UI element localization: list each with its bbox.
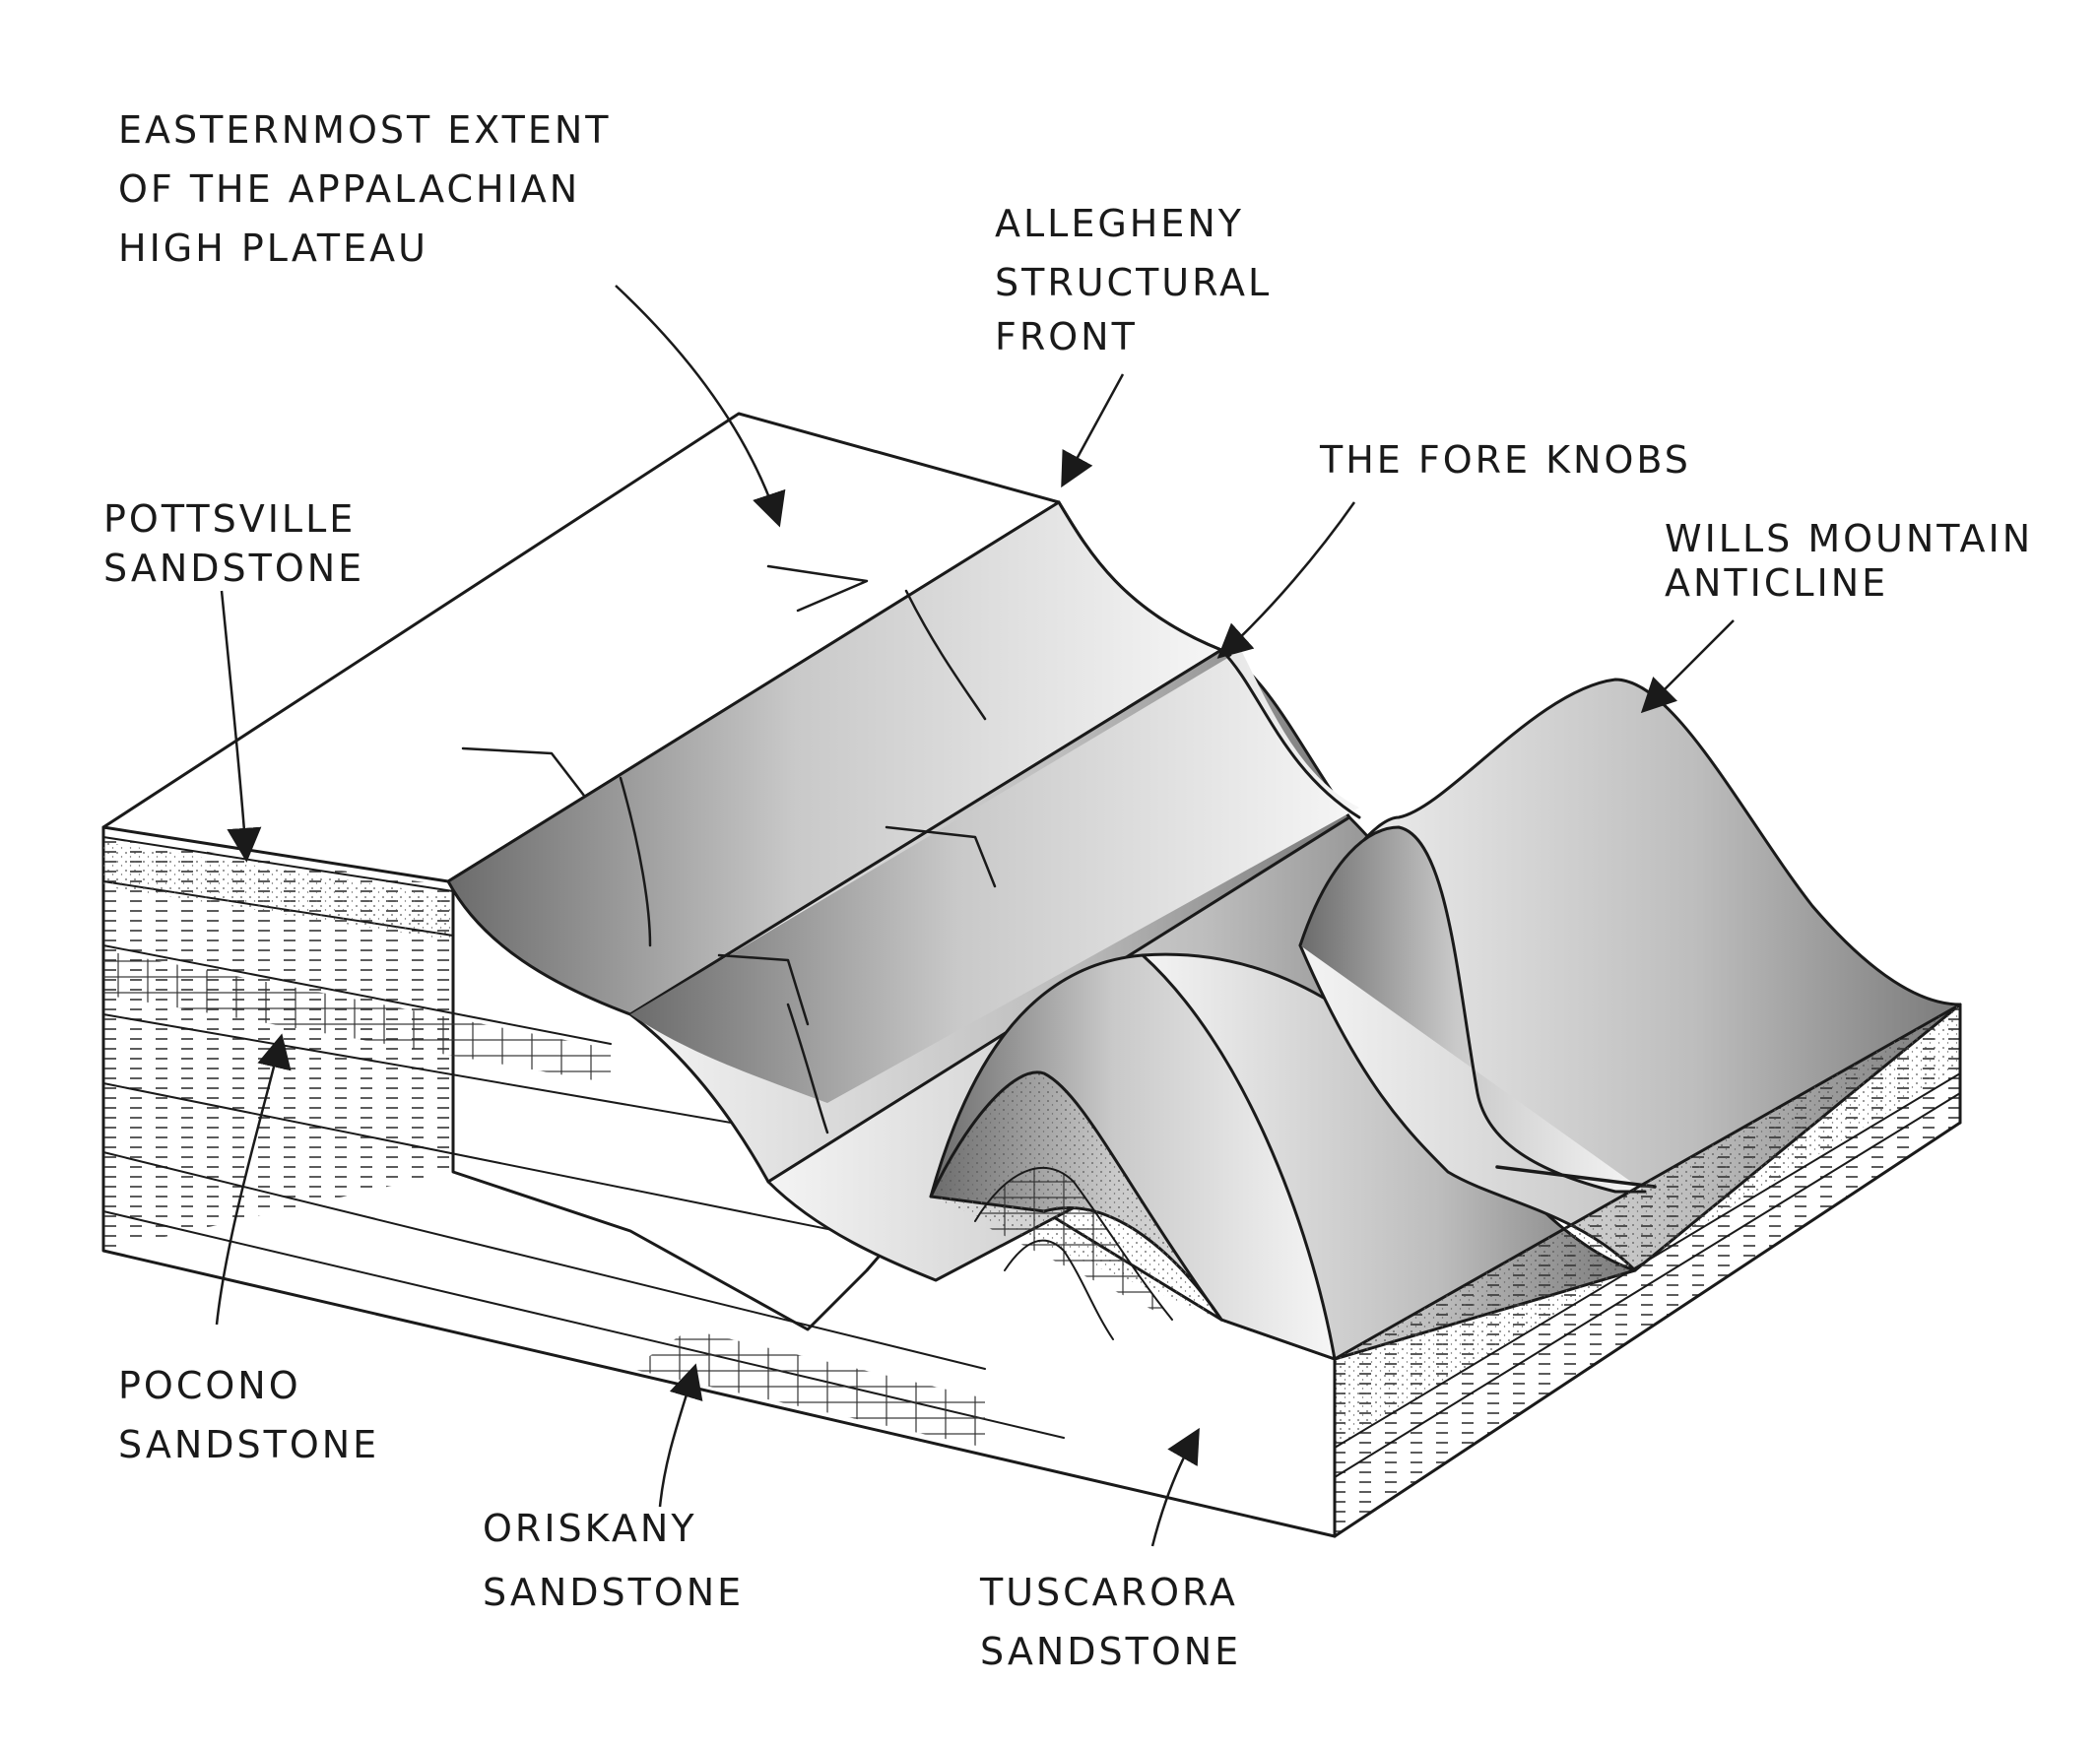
fore-knobs-arrow [1216,501,1356,659]
annotation-labels: EASTERNMOST EXTENT OF THE APPALACHIAN HI… [103,108,2048,1673]
pottsville-arrow [220,590,262,863]
block-right-face [1333,1003,1962,1538]
tuscarora-arrow [1150,1427,1200,1547]
label-oriskany: ORISKANY SANDSTONE [483,1507,744,1614]
label-allegheny: ALLEGHENY STRUCTURAL FRONT [995,202,1286,358]
label-tuscarora: TUSCARORA SANDSTONE [979,1571,1253,1673]
wills-mountain-arrow [1640,619,1735,714]
label-pottsville: POTTSVILLE SANDSTONE [103,497,370,590]
label-plateau: EASTERNMOST EXTENT OF THE APPALACHIAN HI… [118,108,626,270]
pocono-arrow [215,1033,292,1326]
label-wills-mountain: WILLS MOUNTAIN ANTICLINE [1665,517,2048,605]
oriskany-arrow [658,1363,703,1508]
label-pocono: POCONO SANDSTONE [118,1364,379,1466]
allegheny-arrow [1061,373,1125,488]
label-fore-knobs: THE FORE KNOBS [1319,438,1691,482]
plateau-arrow [615,285,786,528]
